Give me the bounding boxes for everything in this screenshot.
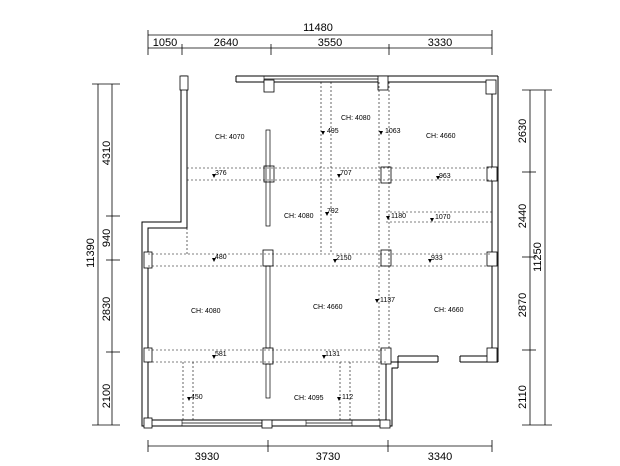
left-dimension-1: 4310 [101, 141, 113, 165]
right-dimension-1: 2630 [517, 119, 529, 143]
right-dimension-3: 2870 [517, 293, 529, 317]
top-dimension-1: 1050 [153, 37, 177, 49]
left-total-dimension: 11390 [85, 238, 97, 268]
right-dimension-4: 2110 [517, 385, 529, 409]
ceiling-height-label: CH: 4095 [294, 395, 324, 402]
columns [143, 75, 498, 429]
beam-label: 1070 [435, 214, 451, 221]
beam-label: 1180 [391, 213, 406, 220]
bottom-dimension-1: 3930 [195, 451, 219, 463]
beam-label: 450 [191, 394, 203, 401]
left-dimension-2: 940 [101, 229, 113, 247]
beam-label: 1063 [385, 128, 401, 135]
ceiling-height-label: CH: 4070 [215, 134, 245, 141]
beam-label: 495 [327, 128, 339, 135]
beam-label: 792 [327, 208, 339, 215]
beam-label: 376 [215, 170, 227, 177]
top-total-dimension: 11480 [303, 22, 333, 34]
beam-markers [187, 131, 440, 401]
outer-walls [141, 75, 499, 427]
top-dimension-4: 3330 [428, 37, 452, 49]
beam-label: 1131 [325, 351, 340, 358]
beam-label: 112 [342, 394, 353, 401]
beam-height-labels: 495 1063 376 707 963 792 1180 1070 480 2… [191, 128, 451, 401]
beam-label: 1137 [380, 297, 395, 304]
beam-label: 480 [215, 254, 227, 261]
bottom-dimension-3: 3340 [428, 451, 452, 463]
beam-label: 707 [340, 170, 352, 177]
beam-label: 2150 [336, 255, 352, 262]
ceiling-height-label: CH: 4660 [434, 307, 464, 314]
left-dimension-chain: 11390 4310 940 2830 2100 [85, 83, 120, 426]
bottom-dimension-2: 3730 [316, 451, 340, 463]
left-dimension-4: 2100 [101, 384, 113, 408]
beam-label: 581 [215, 351, 227, 358]
top-dimension-3: 3550 [318, 37, 342, 49]
bottom-dimension-chain: 3930 3730 3340 [147, 440, 493, 463]
top-dimension-chain: 11480 1050 2640 3550 3330 [147, 22, 493, 55]
left-dimension-3: 2830 [101, 297, 113, 321]
right-total-dimension: 11250 [532, 242, 544, 272]
top-dimension-2: 2640 [214, 37, 238, 49]
ceiling-height-label: CH: 4080 [341, 115, 371, 122]
ceiling-height-label: CH: 4080 [191, 308, 221, 315]
right-dimension-chain: 2630 2440 2870 2110 11250 [517, 89, 552, 426]
beam-label: 963 [439, 173, 451, 180]
ceiling-height-label: CH: 4660 [313, 304, 343, 311]
ceiling-height-label: CH: 4080 [284, 213, 314, 220]
windows [181, 75, 383, 427]
ceiling-height-labels: CH: 4070 CH: 4080 CH: 4660 CH: 4080 CH: … [191, 115, 464, 402]
ceiling-height-label: CH: 4660 [426, 133, 456, 140]
beam-label: 933 [431, 255, 443, 262]
right-dimension-2: 2440 [517, 204, 529, 228]
